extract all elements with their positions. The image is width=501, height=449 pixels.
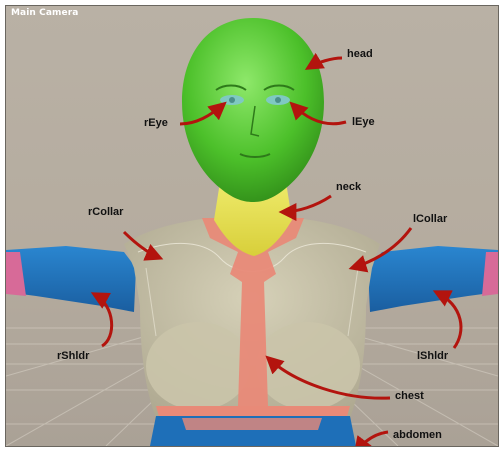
left-shoulder: [368, 246, 498, 312]
viewport-title: Main Camera: [11, 8, 78, 18]
right-shoulder: [6, 246, 136, 312]
label-rshldr: rShldr: [57, 350, 89, 362]
label-abdomen: abdomen: [393, 429, 442, 441]
main-camera-viewport[interactable]: Main Camera head rEye lEye neck rCollar …: [5, 5, 499, 447]
label-leye: lEye: [352, 116, 375, 128]
label-chest: chest: [395, 390, 424, 402]
label-lcollar: lCollar: [413, 213, 447, 225]
label-reye: rEye: [144, 117, 168, 129]
head-region: [182, 18, 324, 202]
label-head: head: [347, 48, 373, 60]
label-neck: neck: [336, 181, 361, 193]
arrow-abdomen: [356, 432, 388, 446]
label-rcollar: rCollar: [88, 206, 123, 218]
figure-render: [6, 6, 498, 446]
abdomen-region: [150, 416, 356, 446]
label-lshldr: lShldr: [417, 350, 448, 362]
arrow-lshldr: [436, 292, 461, 348]
